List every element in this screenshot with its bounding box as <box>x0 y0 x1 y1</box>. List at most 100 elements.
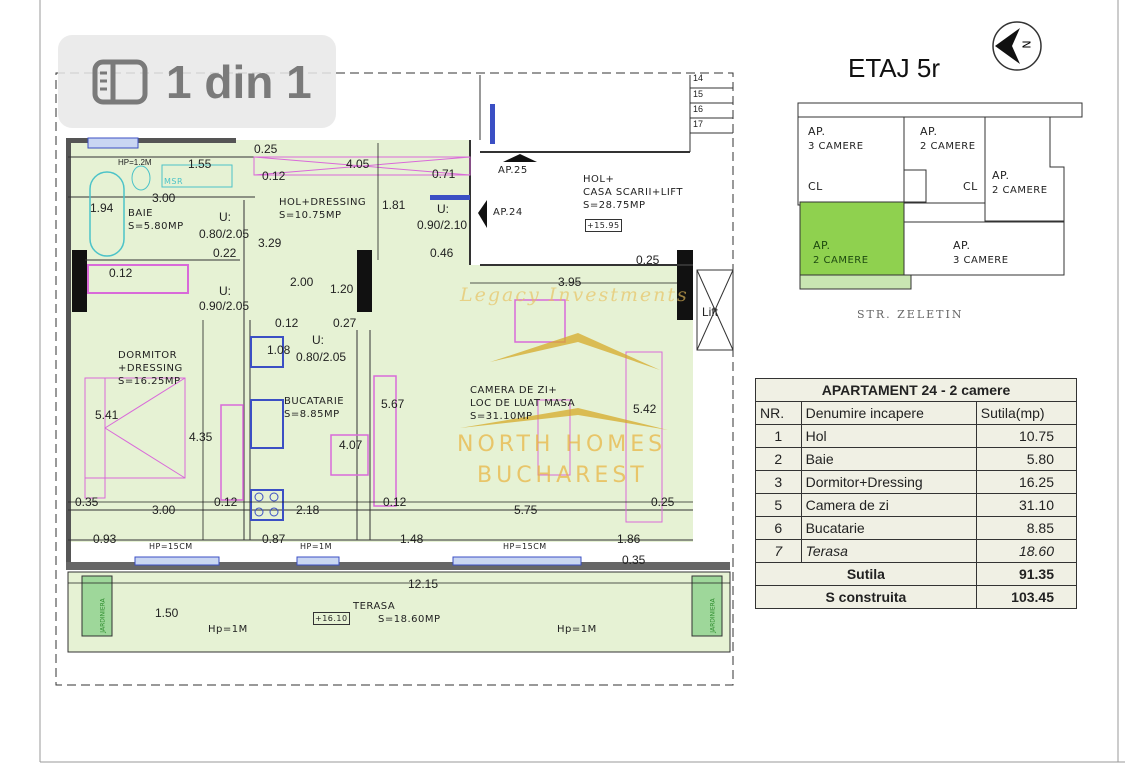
cell-area: 5.80 <box>975 447 1078 471</box>
dimension: 1.94 <box>90 201 114 215</box>
dimension: 0.25 <box>254 142 278 156</box>
cell-nr: 6 <box>755 516 802 540</box>
dimension: 12.15 <box>408 577 439 591</box>
key-apartment: AP.3 camere <box>808 125 864 152</box>
door-size: 0.90/2.05 <box>199 299 250 313</box>
dimension: 4.05 <box>346 157 370 171</box>
dimension: 5.41 <box>95 408 119 422</box>
dimension: HP=15CM <box>149 542 193 551</box>
watermark-script: Legacy Investments <box>460 284 689 306</box>
dimension: Hp=1M <box>557 624 597 635</box>
planter-label: JARDINIERA <box>709 598 717 633</box>
dimension: 0.12 <box>109 266 133 280</box>
dimension: 0.71 <box>432 167 456 181</box>
room-label-bucatarie: BucatarieS=8.85mp <box>284 396 345 420</box>
cell-name: Camera de zi <box>800 493 977 517</box>
key-apartment-highlighted: AP.2 camere <box>813 239 869 266</box>
page-indicator-badge[interactable]: 1 din 1 <box>58 35 336 128</box>
cell-area: 8.85 <box>975 516 1078 540</box>
dimension: 3.95 <box>558 275 582 289</box>
dimension: 1.48 <box>400 532 424 546</box>
cell-name: Dormitor+Dressing <box>800 470 977 494</box>
dimension: 4.35 <box>189 430 213 444</box>
watermark-line1: NORTH HOMES <box>457 432 667 457</box>
cell-nr: 5 <box>755 493 802 517</box>
dimension: 0.12 <box>383 495 407 509</box>
cell-name: Bucatarie <box>800 516 977 540</box>
dimension: 0.46 <box>430 246 454 260</box>
header-name: Denumire incapere <box>800 401 977 425</box>
dimension: 5.75 <box>514 503 538 517</box>
dimension: 3.00 <box>152 503 176 517</box>
key-cl: CL <box>808 180 823 193</box>
dimension: 4.07 <box>339 438 363 452</box>
key-apartment: AP.3 camere <box>953 239 1009 266</box>
total-value: 91.35 <box>975 562 1078 586</box>
table-header-row: NR. Denumire incapere Sutila(mp) <box>755 401 1078 425</box>
dimension: 0.12 <box>214 495 238 509</box>
stair-number: 15 <box>693 89 704 99</box>
key-apartment: AP.2 camere <box>920 125 976 152</box>
door-size: 0.80/2.05 <box>199 227 250 241</box>
apartment-25-label: AP.25 <box>498 165 528 176</box>
dimension: 5.42 <box>633 402 657 416</box>
dimension: 3.29 <box>258 236 282 250</box>
level-marker-terasa: +16.10 <box>313 612 350 625</box>
dimension: 0.87 <box>262 532 286 546</box>
dimension: 1.20 <box>330 282 354 296</box>
cell-area: 16.25 <box>975 470 1078 494</box>
door-size: 0.80/2.05 <box>296 350 347 364</box>
stair-number: 17 <box>693 119 704 129</box>
cell-nr: 1 <box>755 424 802 448</box>
dimension: 0.22 <box>213 246 237 260</box>
built-label: S construita <box>755 585 977 609</box>
cell-area: 10.75 <box>975 424 1078 448</box>
cell-area: 31.10 <box>975 493 1078 517</box>
room-label-terasa: TerasaS=18.60mp <box>353 601 441 625</box>
sidebar-panel-icon <box>92 59 148 104</box>
cell-nr: 2 <box>755 447 802 471</box>
dimension: 0.27 <box>333 316 357 330</box>
compass-north-icon: N <box>1020 40 1034 49</box>
room-label-baie: BaieS=5.80mp <box>128 208 184 232</box>
key-cl: CL <box>963 180 978 193</box>
room-label-dormitor: Dormitor+dressingS=16.25mp <box>118 350 183 387</box>
cell-name: Hol <box>800 424 977 448</box>
room-label-camera: Camera de zi+Loc de luat masaS=31.10mp <box>470 385 576 422</box>
cell-name: Terasa <box>800 539 977 563</box>
cell-area: 18.60 <box>975 539 1078 563</box>
door-label: U: <box>219 284 231 298</box>
dimension: HP=1M <box>300 542 333 551</box>
dimension: 1.50 <box>155 606 179 620</box>
header-nr: NR. <box>755 401 802 425</box>
lift-label: Lift <box>702 305 719 319</box>
dimension: 1.81 <box>382 198 406 212</box>
dimension: 5.67 <box>381 397 405 411</box>
door-size: 0.90/2.10 <box>417 218 468 232</box>
room-label-hol: Hol+dressingS=10.75mp <box>279 197 367 221</box>
total-label: Sutila <box>755 562 977 586</box>
level-marker-hallway: +15.95 <box>585 219 622 232</box>
dimension: 0.93 <box>93 532 117 546</box>
dimension: 1.55 <box>188 157 212 171</box>
door-label: U: <box>312 333 324 347</box>
cell-nr: 3 <box>755 470 802 494</box>
table-title: APARTAMENT 24 - 2 camere <box>755 378 1077 402</box>
dimension: 1.08 <box>267 343 291 357</box>
cell-nr: 7 <box>755 539 802 563</box>
door-label: U: <box>219 210 231 224</box>
built-value: 103.45 <box>975 585 1078 609</box>
dimension: 0.35 <box>622 553 646 567</box>
page-indicator-text: 1 din 1 <box>166 55 312 108</box>
apartment-24-label: AP.24 <box>493 207 523 218</box>
header-area: Sutila(mp) <box>975 401 1078 425</box>
dimension: 0.12 <box>262 169 286 183</box>
dimension: 2.18 <box>296 503 320 517</box>
dimension: 3.00 <box>152 191 176 205</box>
stair-number: 16 <box>693 104 704 114</box>
